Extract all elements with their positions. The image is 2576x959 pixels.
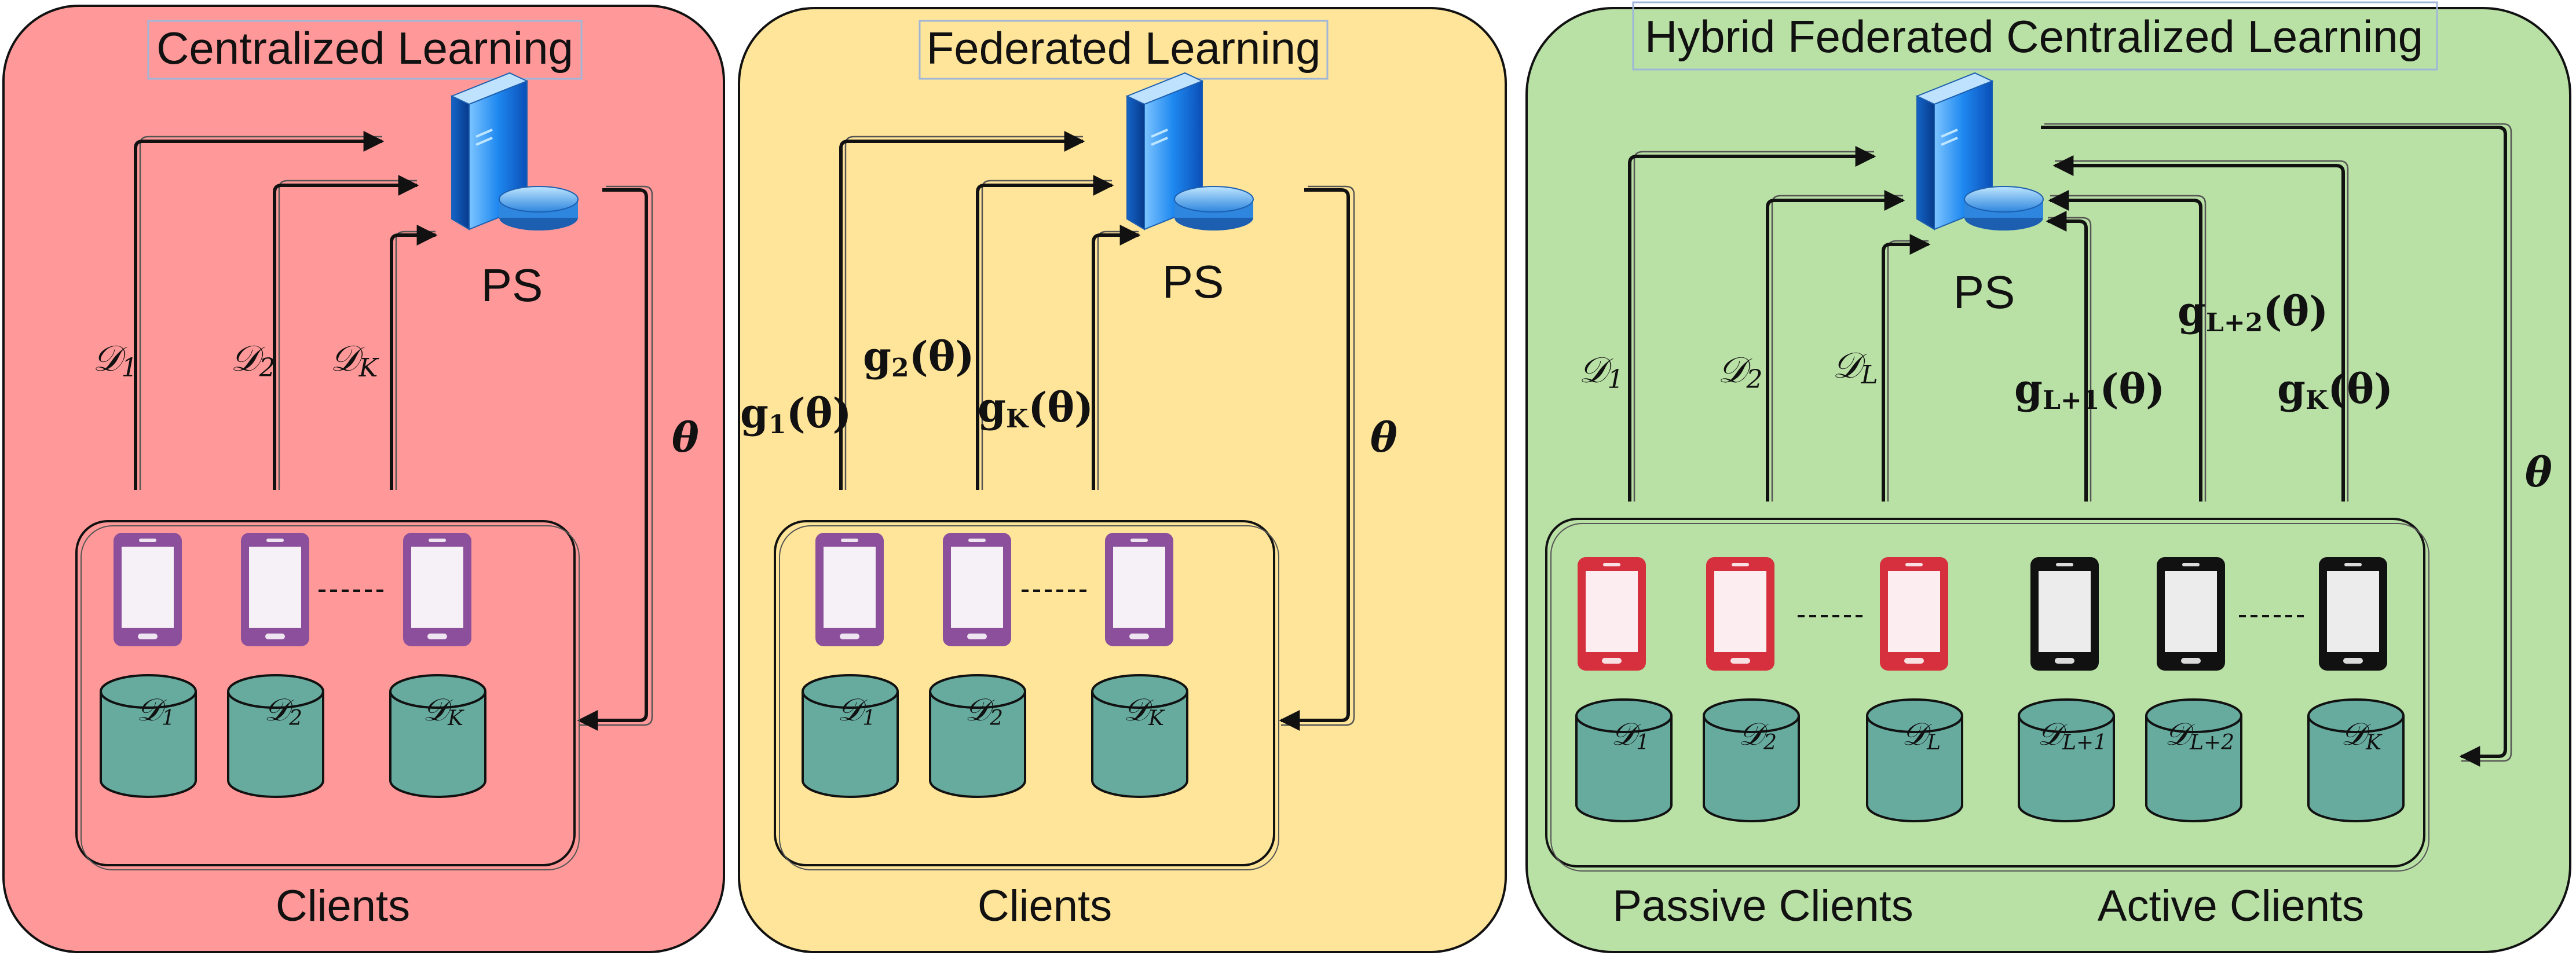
clients-box [1545, 518, 2425, 868]
clients-label: Clients [276, 881, 410, 931]
phone-icon [1105, 533, 1173, 646]
active-clients-label: Active Clients [2098, 881, 2364, 931]
cylinder-label: 𝒟L+2 [2165, 716, 2234, 755]
downlink-arrow [577, 188, 648, 731]
clients-box [774, 520, 1275, 866]
phone-icon [1880, 557, 1948, 671]
server-label: PS [1162, 256, 1224, 308]
cylinder-label: 𝒟L [1902, 716, 1941, 755]
downlink-label: θ [2525, 448, 2552, 496]
downlink-arrow [1279, 188, 1350, 731]
cylinder-label: 𝒟K [423, 691, 464, 730]
panel-title: Federated Learning [927, 23, 1321, 74]
uplink-arrows-active [2046, 155, 2349, 502]
uplink-label: g1(θ) [740, 389, 852, 440]
uplink-label: g2(θ) [863, 332, 975, 383]
phone-icon [403, 533, 471, 646]
phone-icon [943, 533, 1011, 646]
clients-box [75, 520, 576, 866]
phone-icon [815, 533, 884, 646]
uplink-arrows [134, 131, 438, 490]
downlink-arrow [2041, 126, 2507, 767]
server-label: PS [481, 259, 543, 311]
phone-icon [114, 533, 182, 646]
uplink-label: gK(θ) [978, 383, 1093, 434]
uplink-arrows [839, 131, 1141, 490]
cylinder-label: 𝒟2 [1739, 716, 1777, 755]
cylinder-label: 𝒟2 [264, 691, 302, 730]
cylinder-label: 𝒟L+1 [2037, 716, 2107, 755]
uplink-label: gK(θ) [2277, 365, 2393, 415]
uplink-label: gL+1(θ) [2014, 365, 2165, 415]
phone-icon [1578, 557, 1646, 671]
phone-icon [241, 533, 309, 646]
cylinder-label: 𝒟1 [1611, 716, 1649, 755]
phone-icon [1706, 557, 1774, 671]
server-label: PS [1953, 266, 2015, 318]
dataset-cylinder [2018, 698, 2115, 822]
panel-title: Hybrid Federated Centralized Learning [1645, 11, 2423, 62]
passive-clients-label: Passive Clients [1612, 881, 1913, 931]
phone-icon [2030, 557, 2099, 671]
panel-federated: Federated Learning PS g1(θ) g2(θ) gK(θ) … [738, 7, 1507, 953]
uplink-label: 𝒟1 [93, 337, 137, 383]
cylinder-label: 𝒟2 [965, 691, 1003, 730]
downlink-label: θ [1370, 413, 1397, 462]
phone-icon [2319, 557, 2387, 671]
downlink-label: θ [672, 413, 699, 462]
phone-icon [2157, 557, 2225, 671]
panel-title: Centralized Learning [156, 23, 573, 74]
panel-hybrid: Hybrid Federated Centralized Learning PS… [1525, 1, 2571, 953]
clients-label: Clients [978, 881, 1112, 931]
uplink-arrows-passive [1628, 146, 1931, 502]
dataset-cylinder [2145, 698, 2242, 822]
panel-centralized: Centralized Learning PS 𝒟1 𝒟2 𝒟K θ 𝒟1 [2, 5, 725, 953]
uplink-label: gL+2(θ) [2178, 287, 2328, 338]
